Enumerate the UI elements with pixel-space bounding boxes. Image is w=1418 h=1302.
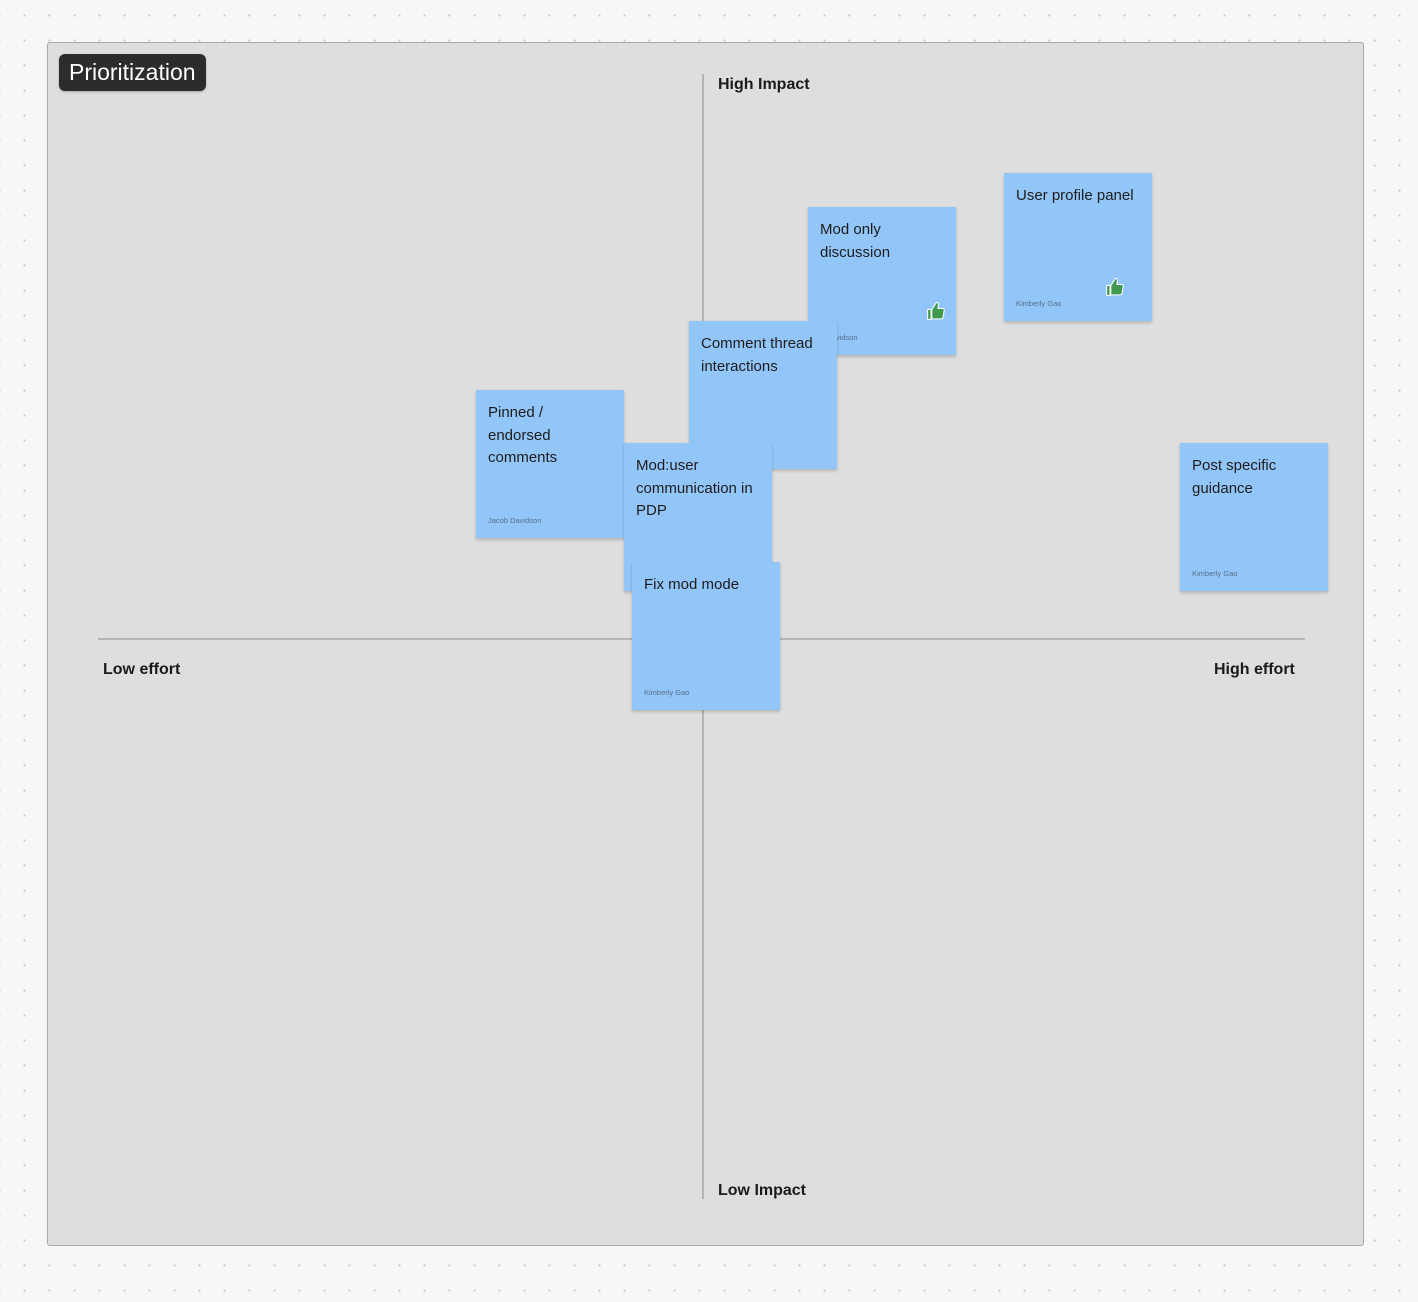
thumbs-up-icon[interactable] [1105,277,1125,297]
sticky-text: Mod only discussion [820,221,891,261]
axis-label-low-effort: Low effort [103,661,181,678]
sticky-text: Post specific guidance [1192,457,1277,497]
sticky-author: Kimberly Gao [1192,569,1238,578]
board-title[interactable]: Prioritization [59,54,206,91]
sticky-note-post-specific-guidance[interactable]: Post specific guidance Kimberly Gao [1180,443,1328,591]
sticky-text: Fix mod mode [644,576,740,593]
axis-label-high-impact: High Impact [718,76,810,93]
axis-label-low-impact: Low Impact [718,1182,807,1199]
sticky-author: Jacob Davidson [488,516,542,525]
sticky-note-user-profile-panel[interactable]: User profile panel Kimberly Gao [1004,173,1152,321]
sticky-note-fix-mod-mode[interactable]: Fix mod mode Kimberly Gao [632,562,780,710]
axis-label-high-effort: High effort [1214,661,1295,678]
sticky-text: User profile panel [1016,187,1134,204]
thumbs-up-icon[interactable] [926,301,946,321]
sticky-author: b Davidson [820,333,858,342]
sticky-text: Comment thread interactions [701,335,813,375]
sticky-text: Mod:user communication in PDP [636,457,753,519]
sticky-text: Pinned / endorsed comments [488,404,558,466]
sticky-note-pinned-endorsed-comments[interactable]: Pinned / endorsed comments Jacob Davidso… [476,390,624,538]
sticky-author: Kimberly Gao [1016,299,1062,308]
sticky-author: Kimberly Gao [644,688,690,697]
